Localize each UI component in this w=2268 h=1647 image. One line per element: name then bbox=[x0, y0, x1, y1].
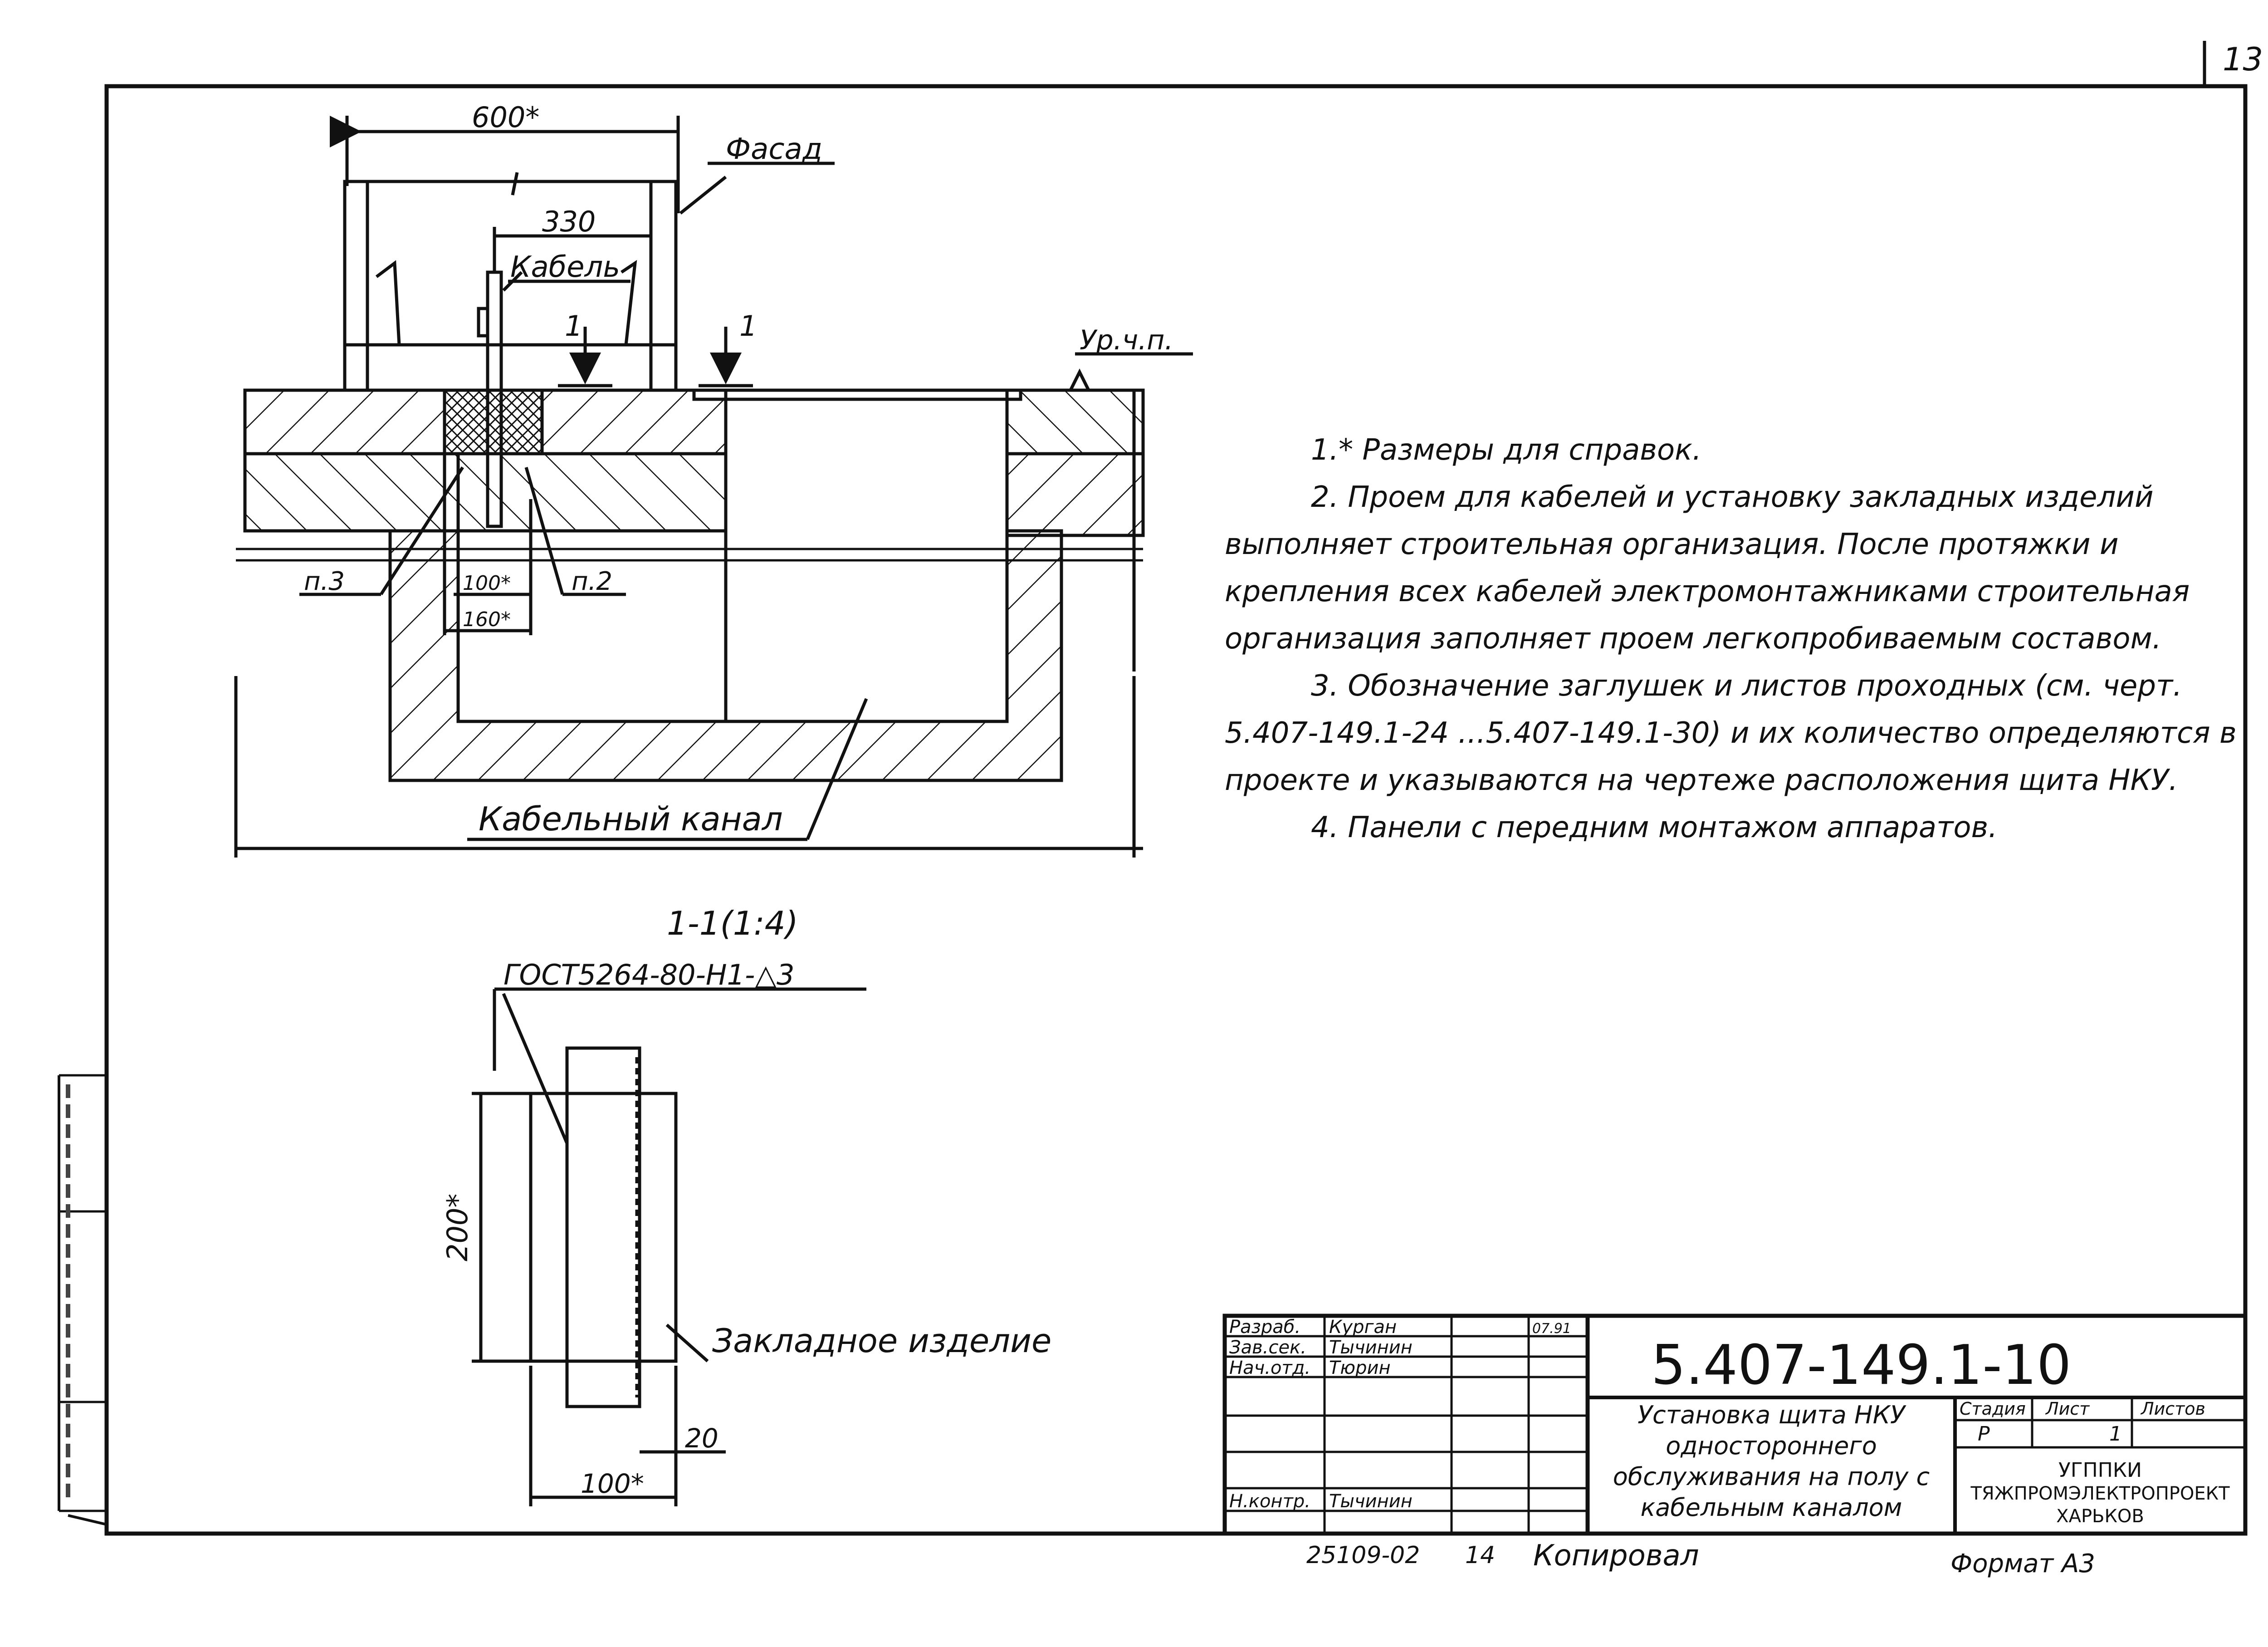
p3-label: п.3 bbox=[304, 567, 345, 596]
bottom-line: 25109-02 14 Копировал Формат А3 bbox=[1306, 1539, 2095, 1578]
section-mark-b: 1 bbox=[739, 309, 757, 343]
sig-role-3: Н.контр. bbox=[1229, 1491, 1310, 1512]
sig-name-3: Тычинин bbox=[1329, 1491, 1413, 1512]
dim-600: 600* bbox=[472, 101, 539, 134]
inventory-number: 25109-02 bbox=[1306, 1542, 1420, 1569]
dim-160: 160* bbox=[463, 608, 511, 631]
sig-role-1: Зав.сек. bbox=[1229, 1337, 1306, 1358]
stage-header: Стадия bbox=[1960, 1399, 2026, 1419]
sig-date-0: 07.91 bbox=[1532, 1321, 1571, 1337]
drawing-number: 5.407-149.1-10 bbox=[1651, 1334, 2071, 1397]
section-title: 1-1(1:4) bbox=[667, 904, 798, 942]
title-block bbox=[1222, 1314, 2248, 1536]
stamp-title: Установка щита НКУ одностороннего обслуж… bbox=[1613, 1401, 1930, 1534]
dim-100b: 100* bbox=[581, 1468, 644, 1499]
detail-1-1 bbox=[472, 987, 866, 1506]
page-number: 13 bbox=[2223, 41, 2263, 78]
note-3: 3. Обозначение заглушек и листов проходн… bbox=[1225, 669, 2237, 797]
sig-name-2: Тюрин bbox=[1329, 1358, 1391, 1378]
note-2: 2. Проем для кабелей и установку закладн… bbox=[1225, 480, 2190, 656]
detail-labels: ГОСТ5264-80-Н1-△3 200* Закладное изделие… bbox=[441, 958, 1051, 1499]
sheets-header: Листов bbox=[2140, 1399, 2205, 1419]
cable-channel-label: Кабельный канал bbox=[479, 800, 783, 838]
cable-label: Кабель bbox=[510, 250, 620, 284]
note-4: 4. Панели с передним монтажом аппаратов. bbox=[1311, 811, 1998, 844]
gost-label: ГОСТ5264-80-Н1-△3 bbox=[503, 958, 795, 991]
concrete-hatching bbox=[234, 388, 1145, 858]
page-number-box: 13 bbox=[2203, 41, 2263, 86]
dim-100: 100* bbox=[463, 572, 511, 595]
copied-label: Копировал bbox=[1533, 1539, 1699, 1573]
stamp-title-wrap: Установка щита НКУ одностороннего обслуж… bbox=[1613, 1401, 1930, 1534]
sig-name-0: Курган bbox=[1329, 1317, 1397, 1338]
format-label: Формат А3 bbox=[1950, 1549, 2095, 1578]
title-block-text: Разраб. Курган 07.91 Зав.сек. Тычинин На… bbox=[1229, 1317, 2230, 1534]
sheet-header: Лист bbox=[2045, 1399, 2090, 1419]
sig-role-2: Нач.отд. bbox=[1229, 1358, 1310, 1378]
sig-role-0: Разраб. bbox=[1229, 1317, 1300, 1338]
sheet-value: 1 bbox=[2109, 1422, 2122, 1446]
dim-330: 330 bbox=[542, 205, 596, 238]
notes: 1.* Размеры для справок. 2. Проем для ка… bbox=[1225, 426, 2245, 851]
org-line1: УГППКИ bbox=[2058, 1459, 2142, 1482]
facade-label: Фасад bbox=[726, 132, 822, 166]
frame bbox=[104, 84, 2248, 1536]
dim-200: 200* bbox=[441, 1194, 474, 1261]
dim-20: 20 bbox=[685, 1423, 719, 1454]
section-labels: 600* 330 Фасад Кабель Ур.ч.п. 1 1 п.3 п.… bbox=[304, 101, 1173, 942]
org-line3: ХАРЬКОВ bbox=[2056, 1506, 2144, 1527]
org-line2: ТЯЖПРОМЭЛЕКТРОПРОЕКТ bbox=[1970, 1483, 2230, 1504]
section-mark-a: 1 bbox=[565, 309, 582, 343]
sheet-code: 14 bbox=[1465, 1542, 1495, 1569]
note-1: 1.* Размеры для справок. bbox=[1311, 433, 1702, 467]
p2-label: п.2 bbox=[572, 567, 612, 596]
floor-level-label: Ур.ч.п. bbox=[1080, 324, 1173, 356]
binding-strip bbox=[58, 1074, 107, 1526]
stage-value: Р bbox=[1978, 1422, 1990, 1446]
embedded-part-label: Закладное изделие bbox=[712, 1322, 1051, 1360]
sig-name-1: Тычинин bbox=[1329, 1337, 1413, 1358]
